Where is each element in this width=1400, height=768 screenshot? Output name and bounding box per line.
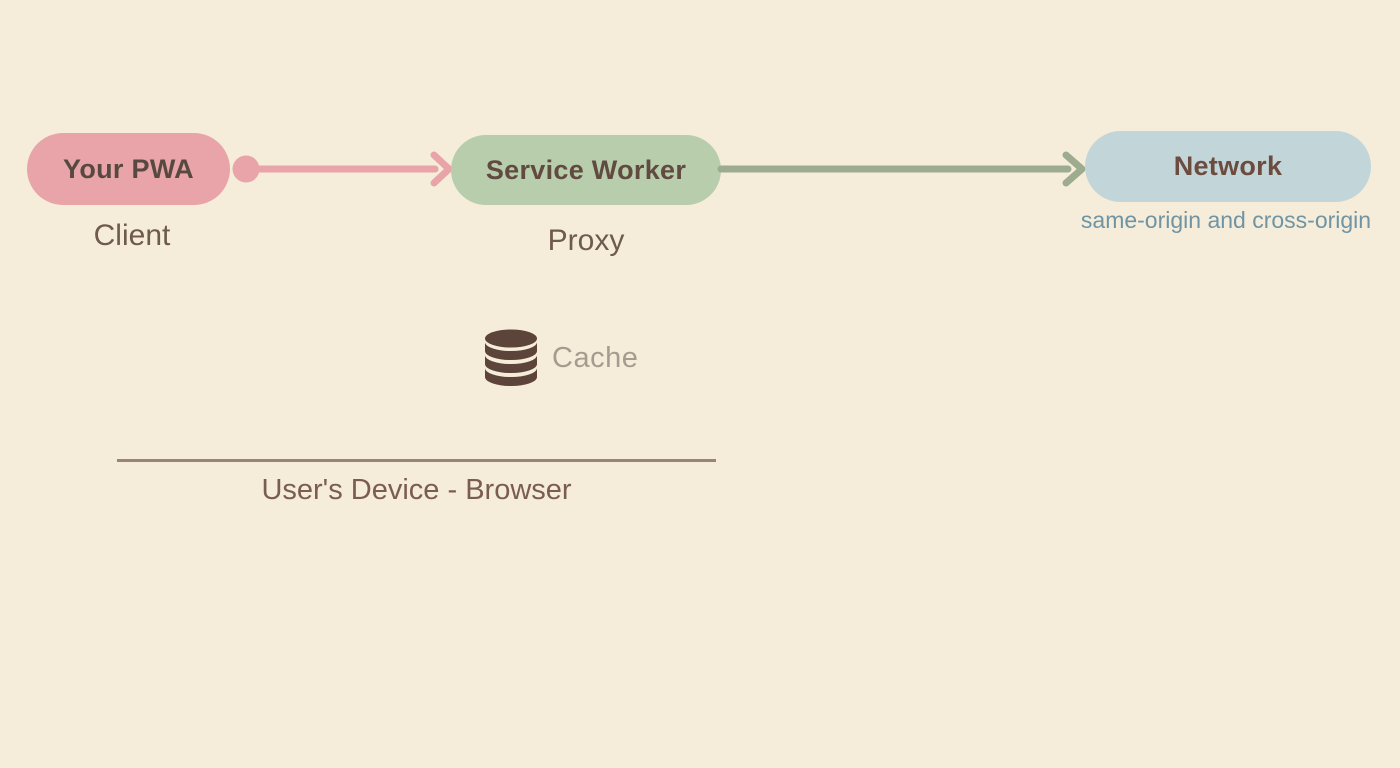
- node-your-pwa-label: Your PWA: [63, 153, 194, 184]
- node-your-pwa-sublabel: Client: [93, 219, 171, 252]
- arrowhead-icon: [1062, 151, 1086, 187]
- node-your-pwa: Your PWA: [27, 133, 230, 205]
- arrow-service-worker-to-network: [717, 151, 1086, 187]
- device-boundary-label: User's Device - Browser: [261, 474, 572, 506]
- node-network: Network: [1085, 131, 1371, 202]
- node-network-label: Network: [1173, 151, 1283, 181]
- node-service-worker-label: Service Worker: [485, 154, 687, 185]
- device-boundary-line: [117, 459, 716, 462]
- arrow-pwa-to-service-worker: [232, 151, 453, 187]
- node-network-sublabel: same-origin and cross-origin: [1080, 207, 1372, 233]
- cache-label: Cache: [552, 341, 639, 374]
- arrowhead-icon: [430, 151, 453, 187]
- node-service-worker-sublabel: Proxy: [547, 224, 625, 257]
- cache-node: Cache: [484, 329, 638, 387]
- database-icon: [485, 329, 537, 386]
- node-service-worker: Service Worker: [451, 135, 721, 205]
